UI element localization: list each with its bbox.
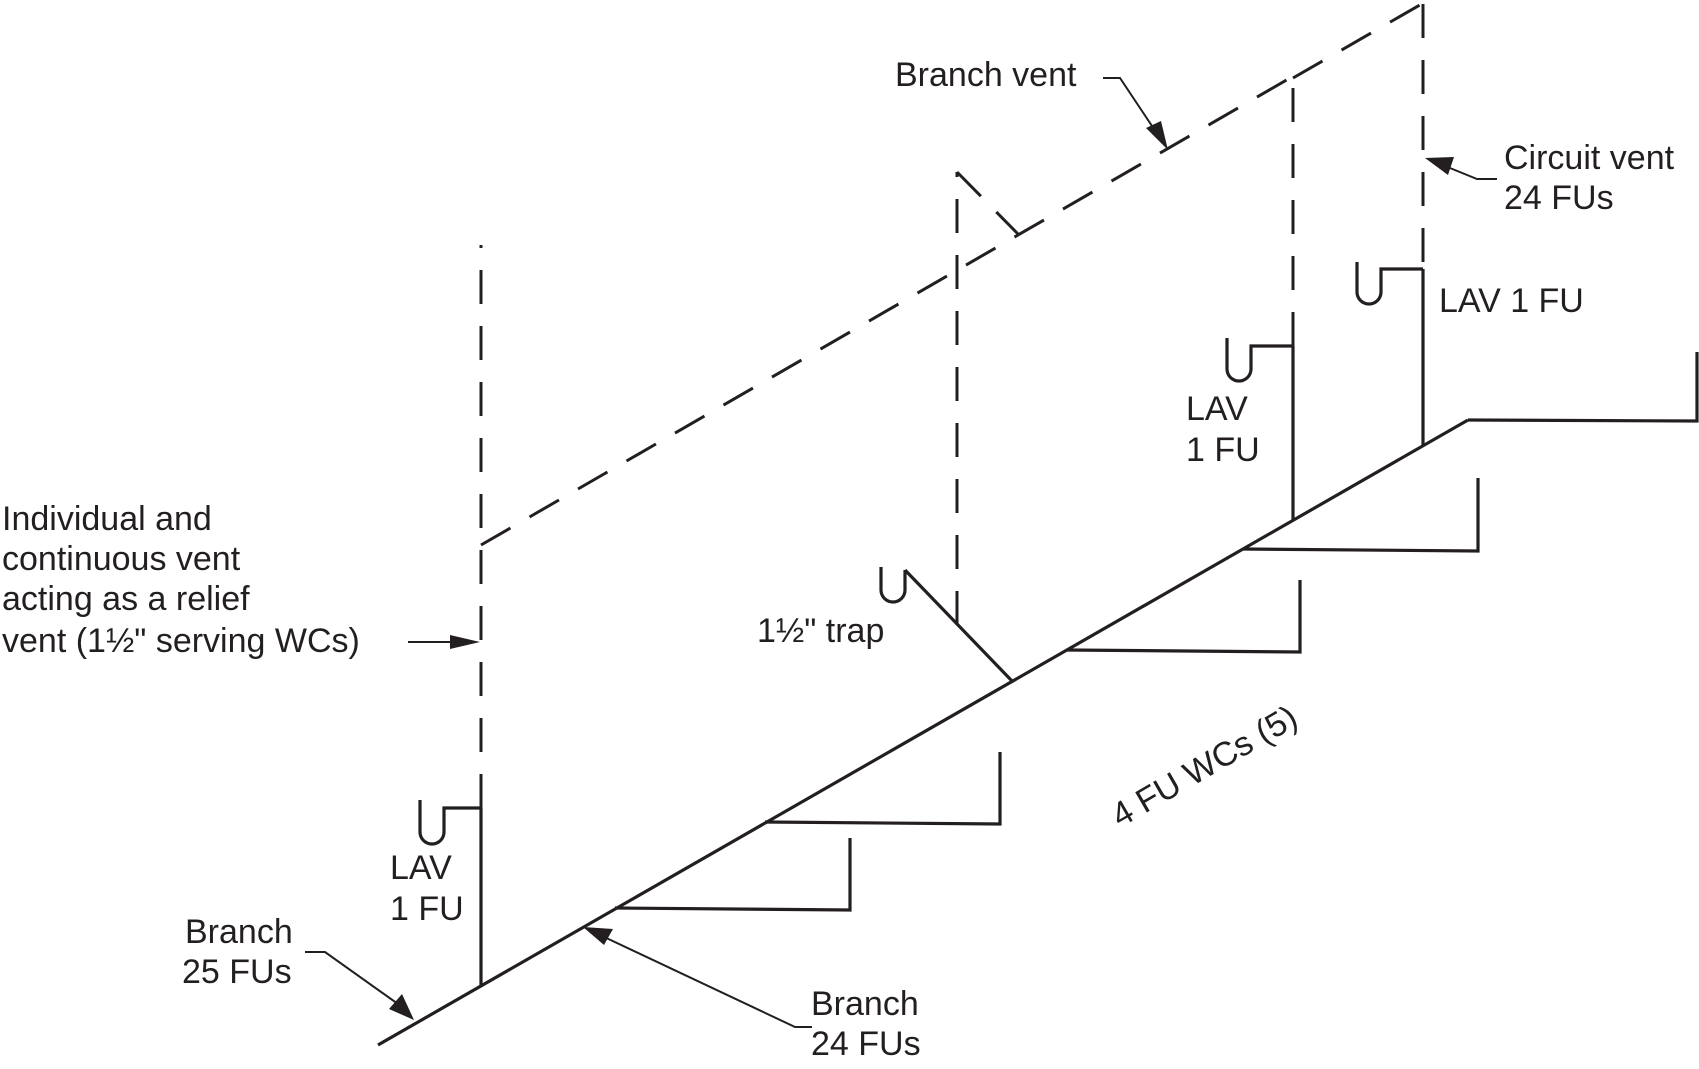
label-trap: 1½" trap [757, 612, 884, 650]
label-lav-right: LAV 1 FU [1439, 282, 1584, 320]
branch-vent-arrow-icon [1146, 121, 1168, 150]
trap-arm [903, 568, 1014, 683]
wc-branch-1 [614, 838, 852, 912]
wc-branch-4 [1242, 478, 1480, 553]
main-branch-drain [377, 418, 1469, 1047]
wc-branch-3 [1066, 580, 1302, 654]
circuit-vent-arrow-icon [1425, 157, 1454, 175]
label-circuit-vent-fus: 24 FUs [1504, 179, 1614, 217]
label-relief-2: continuous vent [2, 540, 241, 578]
label-branch24-fus: 24 FUs [811, 1025, 921, 1063]
label-lav-mid: LAV [1186, 390, 1248, 428]
trap-1-5-inch [879, 567, 907, 604]
label-circuit-vent: Circuit vent [1504, 139, 1675, 177]
lav-mid-trap [1225, 338, 1293, 383]
label-lav-mid-fu: 1 FU [1186, 431, 1260, 469]
label-branch25: Branch [185, 913, 293, 951]
branch25-arrow-icon [389, 994, 414, 1020]
label-lav-left: LAV [390, 849, 452, 887]
branch24-leader [599, 934, 812, 1028]
branch-vent-upper [1292, 0, 1426, 80]
label-lav-left-fu: 1 FU [390, 890, 464, 928]
label-branch24: Branch [811, 985, 919, 1023]
branch25-leader [305, 951, 399, 1005]
label-wcs: 4 FU WCs (5) [1105, 698, 1304, 835]
label-branch-vent: Branch vent [895, 56, 1077, 94]
label-relief-3: acting as a relief [2, 580, 250, 618]
branch-vent-lower-connection [480, 76, 1291, 547]
lav-right-trap [1355, 262, 1423, 306]
wc-branch-5 [1467, 352, 1699, 423]
branch24-arrow-icon [583, 927, 613, 945]
relief-vent-arrow-icon [450, 635, 480, 649]
lav-left-trap [418, 800, 481, 846]
label-branch25-fus: 25 FUs [182, 953, 292, 991]
label-relief-1: Individual and [2, 500, 212, 538]
label-relief-4: vent (1½" serving WCs) [2, 622, 360, 660]
branch-vent-leader [1103, 77, 1159, 136]
wc-branch-2 [764, 752, 1002, 826]
circuit-vent-leader [1444, 165, 1497, 180]
trap-vent-diagonal [955, 170, 1020, 236]
